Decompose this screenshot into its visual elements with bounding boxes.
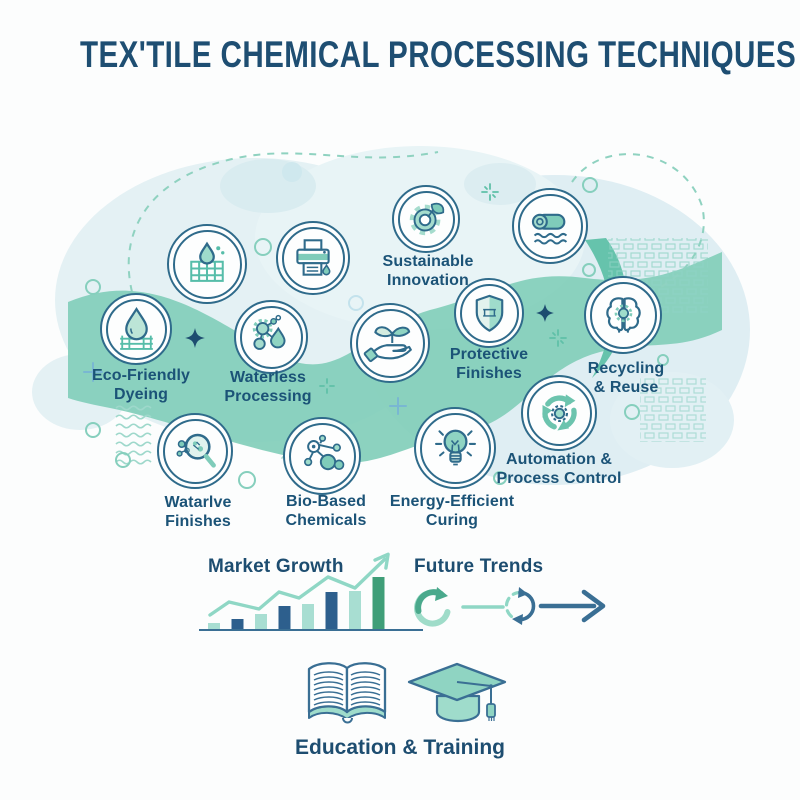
market-growth-chart [199, 552, 423, 631]
node-sustainable-innovation-label: Sustainable Innovation [382, 253, 474, 290]
sparkle-icon [319, 183, 567, 394]
bar-2 [231, 619, 244, 630]
node-automation-process-control [521, 375, 597, 451]
dashed-curve-left [127, 151, 439, 293]
node-protective-finishes-label: Protective Finishes [449, 346, 529, 383]
refresh-arrow-icon [504, 587, 536, 625]
bar-5 [302, 604, 314, 630]
eco-droplet-icon [119, 306, 153, 350]
node-watarlve-finishes [157, 413, 233, 489]
brick-pattern-bottom [640, 376, 706, 442]
node-dyed-fabric-inner-ring [172, 229, 242, 299]
bar-8 [372, 577, 385, 630]
right-arrow-icon [538, 589, 606, 623]
node-eco-friendly-dyeing [100, 293, 172, 365]
node-sustainable-innovation-inner-ring [397, 190, 455, 248]
node-protective-finishes [454, 278, 524, 348]
cycle-arrow-icon [414, 587, 451, 627]
node-protective-finishes-inner-ring [459, 283, 519, 343]
node-bio-based-chemicals-inner-ring [288, 422, 356, 490]
node-fabric-roll-inner-ring [517, 193, 583, 259]
node-dyed-fabric [167, 224, 247, 304]
ring-dots [85, 177, 669, 489]
hand-plant-icon [363, 326, 412, 363]
fabric-roll-icon [531, 213, 567, 244]
education-training-label: Education & Training [294, 736, 505, 759]
wavy-lines [115, 405, 152, 465]
fabric-droplet-icon [190, 241, 225, 282]
node-energy-efficient-curing-label: Energy-Efficient Curing [389, 493, 515, 530]
lightbulb-icon [434, 429, 476, 465]
brain-icon [605, 296, 641, 333]
open-book-icon [307, 662, 387, 724]
node-green-chemistry [350, 303, 430, 383]
node-fabric-roll [512, 188, 588, 264]
node-recycling-reuse-label: Recycling & Reuse [587, 360, 665, 397]
node-digital-printing-inner-ring [281, 226, 345, 290]
trend-arrowhead [373, 552, 390, 570]
recycle-gear-icon [541, 393, 577, 430]
node-energy-efficient-curing [414, 407, 496, 489]
node-recycling-reuse [584, 276, 662, 354]
bar-3 [255, 614, 267, 630]
printer-icon [296, 239, 331, 276]
bar-7 [349, 591, 361, 630]
molecule-droplet-icon [252, 314, 286, 350]
node-automation-process-control-inner-ring [526, 380, 592, 446]
node-waterless-processing-inner-ring [239, 305, 303, 369]
node-watarlve-finishes-label: Watarlve Finishes [164, 494, 232, 531]
molecule-icon [303, 434, 344, 470]
market-growth-title: Market Growth [208, 556, 344, 577]
node-eco-friendly-dyeing-label: Eco-Friendly Dyeing [91, 367, 191, 404]
node-watarlve-finishes-inner-ring [162, 418, 228, 484]
graduation-cap-icon [407, 662, 507, 723]
node-sustainable-innovation [392, 185, 460, 253]
future-trends-title: Future Trends [414, 556, 544, 577]
node-waterless-processing [234, 300, 308, 374]
node-automation-process-control-label: Automation & Process Control [496, 451, 622, 488]
node-digital-printing [276, 221, 350, 295]
node-bio-based-chemicals-label: Bio-Based Chemicals [285, 493, 367, 530]
gear-leaf-icon [409, 202, 445, 236]
bar-6 [325, 592, 338, 630]
shield-icon [475, 294, 503, 332]
node-eco-friendly-dyeing-inner-ring [105, 298, 167, 360]
magnifier-icon [175, 433, 216, 468]
node-waterless-processing-label: Waterless Processing [224, 369, 312, 406]
bar-4 [278, 606, 291, 630]
node-bio-based-chemicals [283, 417, 361, 495]
page-title: TEX'TILE CHEMICAL PROCESSING TECHNIQUES [80, 34, 797, 75]
node-energy-efficient-curing-inner-ring [419, 412, 491, 484]
diamond-icon [185, 304, 554, 348]
plus-icon [83, 362, 407, 415]
future-trends-graphic [414, 587, 606, 627]
node-green-chemistry-inner-ring [355, 308, 425, 378]
node-recycling-reuse-inner-ring [589, 281, 657, 349]
bar-1 [208, 623, 220, 630]
trend-line [208, 557, 387, 617]
